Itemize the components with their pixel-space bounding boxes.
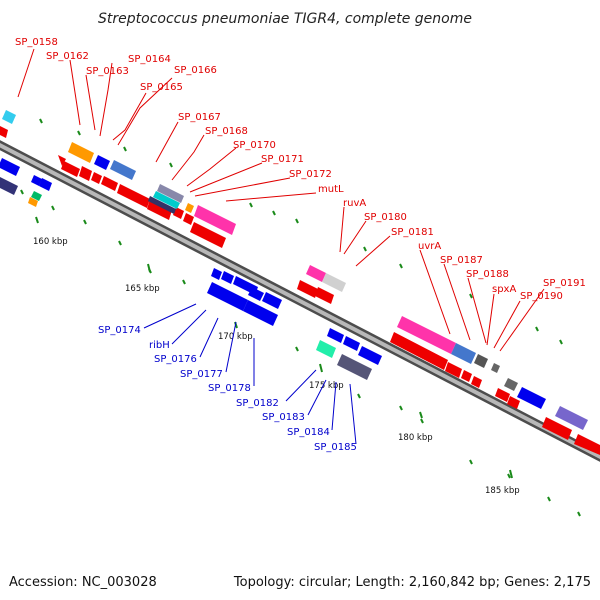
scale-label-175: 175 kbp: [309, 381, 344, 391]
accession-text: Accession: NC_003028: [9, 575, 157, 590]
scale-label-185: 185 kbp: [485, 486, 520, 496]
gene-label-sp-0177[interactable]: SP_0177: [180, 369, 223, 380]
gene-label-sp-0163[interactable]: SP_0163: [86, 66, 129, 77]
map-title: Streptococcus pneumoniae TIGR4, complete…: [98, 11, 472, 27]
gene-label-sp-0182[interactable]: SP_0182: [236, 398, 279, 409]
gene-label-sp-0165[interactable]: SP_0165: [140, 82, 183, 93]
gene-label-sp-0162[interactable]: SP_0162: [46, 51, 89, 62]
gene-label-sp-0174[interactable]: SP_0174: [98, 325, 141, 336]
gene-label-sp-0164[interactable]: SP_0164: [128, 54, 171, 65]
gene-label-sp-0185[interactable]: SP_0185: [314, 442, 357, 453]
gene-label-sp-0188[interactable]: SP_0188: [466, 269, 509, 280]
gene-label-sp-0190[interactable]: SP_0190: [520, 291, 563, 302]
gene-label-sp-0180[interactable]: SP_0180: [364, 212, 407, 223]
gene-label-sp-0191[interactable]: SP_0191: [543, 278, 586, 289]
gene-label-sp-0178[interactable]: SP_0178: [208, 383, 251, 394]
genome-summary-text: Topology: circular; Length: 2,160,842 bp…: [233, 575, 591, 590]
gene-label-sp-0181[interactable]: SP_0181: [391, 227, 434, 238]
gene-label-sp-0172[interactable]: SP_0172: [289, 169, 332, 180]
scale-label-180: 180 kbp: [398, 433, 433, 443]
gene-label-spxa[interactable]: spxA: [492, 284, 516, 295]
forward-gene-labels: SP_0158 SP_0162 SP_0163 SP_0164 SP_0165 …: [15, 37, 586, 352]
gene-label-sp-0168[interactable]: SP_0168: [205, 126, 248, 137]
gene-label-ribh[interactable]: ribH: [149, 340, 170, 351]
gene-label-sp-0183[interactable]: SP_0183: [262, 412, 305, 423]
scale-label-170: 170 kbp: [218, 332, 253, 342]
gene-label-sp-0167[interactable]: SP_0167: [178, 112, 221, 123]
gene-label-ruva[interactable]: ruvA: [343, 198, 366, 209]
gene-label-sp-0184[interactable]: SP_0184: [287, 427, 330, 438]
forward-strand-features: [0, 110, 600, 455]
scale-label-165: 165 kbp: [125, 284, 160, 294]
gene-label-sp-0158[interactable]: SP_0158: [15, 37, 58, 48]
reverse-strand-features: [0, 158, 382, 380]
scale-ticks: 160 kbp 165 kbp 170 kbp 175 kbp 180 kbp …: [20, 118, 581, 517]
gene-label-mutl[interactable]: mutL: [318, 184, 344, 195]
gene-label-sp-0187[interactable]: SP_0187: [440, 255, 483, 266]
scale-label-160: 160 kbp: [33, 237, 68, 247]
gene-label-uvra[interactable]: uvrA: [418, 241, 441, 252]
gene-label-sp-0170[interactable]: SP_0170: [233, 140, 276, 151]
gene-label-sp-0176[interactable]: SP_0176: [154, 354, 197, 365]
reverse-gene-labels: SP_0174 ribH SP_0176 SP_0177 SP_0178 SP_…: [98, 303, 357, 453]
gene-label-sp-0166[interactable]: SP_0166: [174, 65, 217, 76]
gene-label-sp-0171[interactable]: SP_0171: [261, 154, 304, 165]
